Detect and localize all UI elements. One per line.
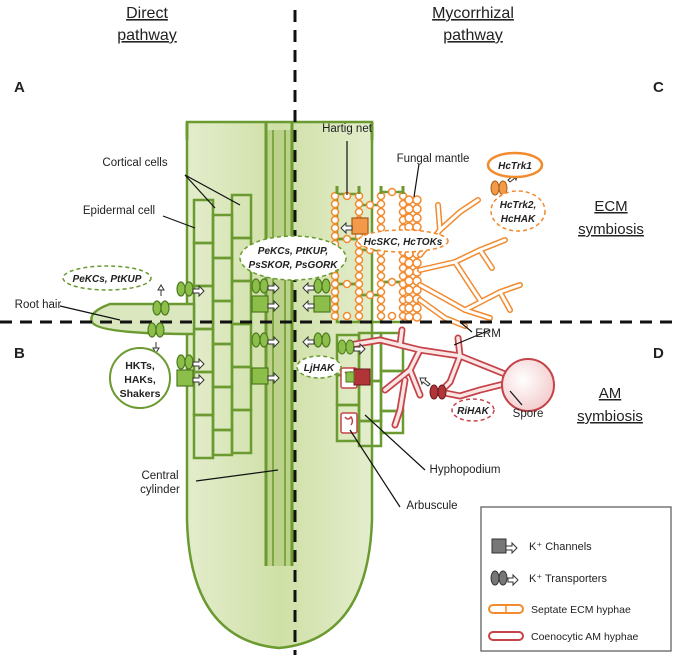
- legend-septate: Septate ECM hyphae: [531, 604, 631, 616]
- bubble-hkts-1: HKTs,: [125, 360, 155, 372]
- label-am-1: AM: [599, 385, 622, 402]
- root-hair: [90, 302, 196, 336]
- bubble-hkts-2: HAKs,: [124, 374, 156, 386]
- bubble-rihak: RiHAK: [457, 406, 489, 417]
- am-transporters: [337, 339, 447, 400]
- label-hartig-net: Hartig net: [322, 123, 373, 135]
- label-ecm-1: ECM: [594, 198, 627, 215]
- legend-channels: K⁺ Channels: [529, 541, 592, 553]
- bubble-center-2: PsSKOR, PsGORK: [249, 260, 339, 271]
- label-hyphopodium: Hyphopodium: [430, 464, 501, 476]
- panel-c: C: [653, 79, 664, 96]
- direct-transporters: [147, 278, 331, 387]
- bubble-hctrk1: HcTrk1: [498, 161, 532, 172]
- label-central-cylinder-1: Central: [141, 470, 178, 482]
- legend: [480, 506, 672, 652]
- panel-d: D: [653, 345, 664, 362]
- label-cortical-cells: Cortical cells: [102, 157, 167, 169]
- bubble-hctrk2-1: HcTrk2,: [500, 200, 537, 211]
- panel-b: B: [14, 345, 25, 362]
- label-fungal-mantle: Fungal mantle: [397, 153, 470, 165]
- label-am-2: symbiosis: [577, 408, 643, 425]
- bubble-hctrk2-2: HcHAK: [501, 214, 536, 225]
- label-central-cylinder-2: cylinder: [140, 484, 180, 496]
- panel-a: A: [14, 79, 25, 96]
- myco-header-line1: Mycorrhizal: [432, 5, 514, 22]
- direct-header-line2: pathway: [117, 27, 177, 44]
- legend-transporters: K⁺ Transporters: [529, 573, 607, 585]
- label-epidermal-cell: Epidermal cell: [83, 205, 155, 217]
- bubble-hcskc: HcSKC, HcTOKs: [364, 237, 443, 248]
- label-arbuscule: Arbuscule: [406, 500, 457, 512]
- legend-coenocytic: Coenocytic AM hyphae: [531, 631, 639, 643]
- label-erm: ERM: [475, 328, 501, 340]
- spore-shape: [501, 358, 555, 412]
- bubble-shapes: [62, 151, 546, 422]
- bubble-ljhak: LjHAK: [304, 363, 335, 374]
- label-spore: Spore: [513, 408, 544, 420]
- label-ecm-2: symbiosis: [578, 221, 644, 238]
- bubble-center-1: PeKCs, PtKUP,: [258, 246, 328, 257]
- bubble-hkts-3: Shakers: [120, 388, 161, 400]
- central-cylinder: [264, 122, 294, 566]
- myco-header-line2: pathway: [443, 27, 503, 44]
- label-root-hair: Root hair: [15, 299, 62, 311]
- fungal-mantle-beads: [404, 195, 422, 322]
- direct-header-line1: Direct: [126, 5, 168, 22]
- bubble-pekcs-ptkup: PeKCs, PtKUP: [73, 274, 142, 285]
